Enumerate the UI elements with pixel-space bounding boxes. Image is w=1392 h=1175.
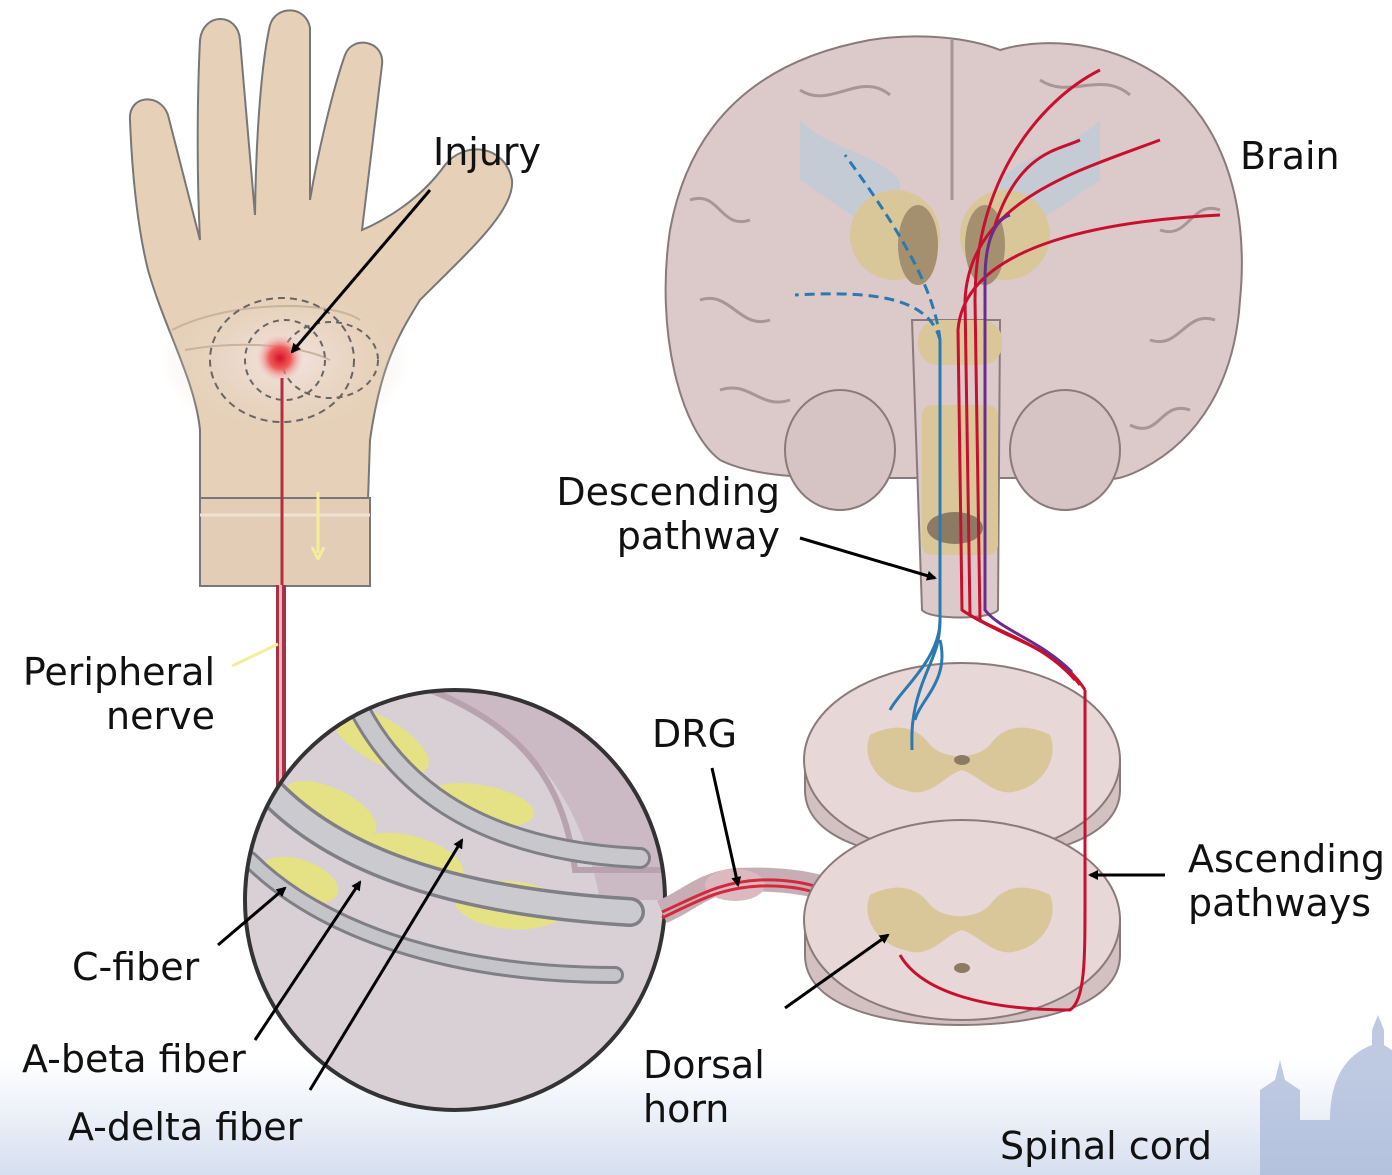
a-delta-fiber-label: A-delta fiber: [68, 1105, 302, 1149]
injury-label: Injury: [433, 130, 541, 174]
ascending-pathways-label: Ascending pathways: [1188, 837, 1385, 925]
peripheral-nerve: [232, 585, 286, 790]
c-fiber-label: C-fiber: [72, 945, 199, 989]
descending-pathway-label: Descending pathway: [540, 470, 780, 558]
peripheral-line-2: nerve: [0, 694, 215, 738]
injury-spot: [256, 334, 304, 382]
dorsal-horn-label: Dorsal horn: [643, 1043, 765, 1131]
drg-arrow: [712, 768, 738, 885]
spinal-cord-lower: [804, 820, 1120, 1025]
descending-line-1: Descending: [540, 470, 780, 514]
descending-line-2: pathway: [540, 514, 780, 558]
a-beta-fiber-label: A-beta fiber: [22, 1037, 246, 1081]
peripheral-line-1: Peripheral: [0, 650, 215, 694]
hand-illustration: [130, 10, 512, 595]
brain-label: Brain: [1240, 134, 1340, 178]
descending-arrow: [800, 538, 935, 578]
ascending-line-2: pathways: [1188, 881, 1385, 925]
ascending-line-1: Ascending: [1188, 837, 1385, 881]
peripheral-nerve-label: Peripheral nerve: [0, 650, 215, 738]
spinal-cord-label: Spinal cord: [1000, 1124, 1212, 1168]
drg-label: DRG: [652, 712, 737, 756]
dorsal-line-1: Dorsal: [643, 1043, 765, 1087]
nerve-cross-section: [245, 690, 700, 1110]
dorsal-line-2: horn: [643, 1087, 765, 1131]
